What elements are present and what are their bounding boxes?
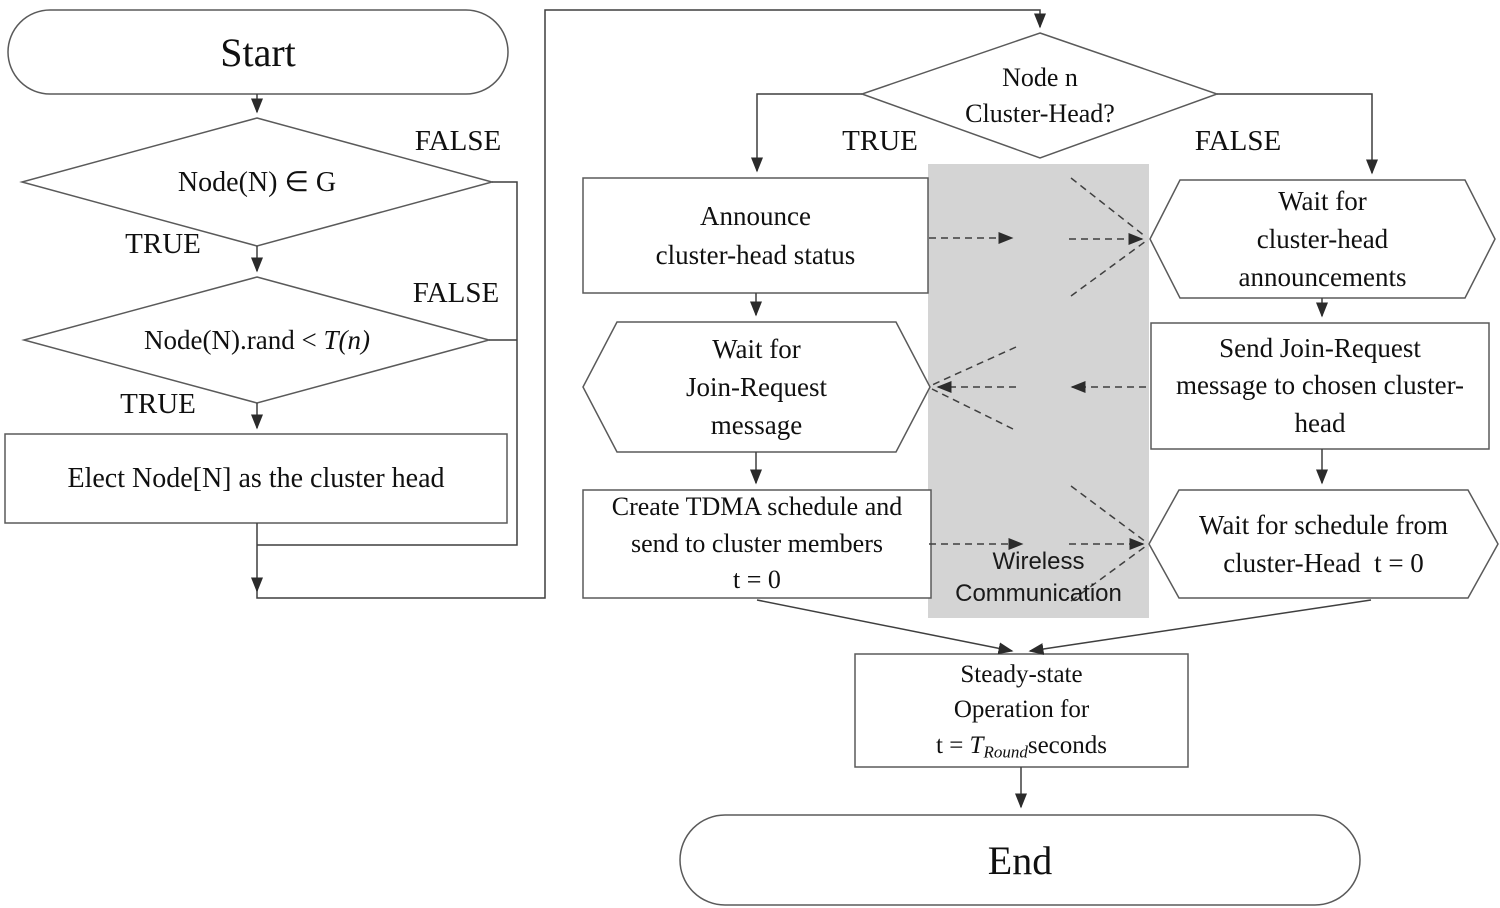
rand-prefix: Node(N).rand < [144,324,324,355]
wait-schedule-hexagon [1148,489,1499,599]
announce-status-process [582,177,929,294]
true-text: TRUE [842,124,918,157]
send-join-line3: head [1294,407,1346,438]
rand-text: Node(N).rand < T(n) [144,321,370,359]
msg-schedule-wave-upper [1070,485,1147,543]
ch-true-label: TRUE [820,122,940,160]
steady-line2: Operation for [953,696,1090,724]
send-join-line2: message to chosen cluster- [1175,370,1465,401]
end-label: End [680,815,1360,905]
wait-ann-line2: cluster-head [1256,223,1389,254]
msg-announce-wave-lower [1070,240,1147,297]
edge-create-to-steady [756,599,1014,655]
msg-announce-wave-upper [1070,177,1147,238]
wait-announcements-hexagon [1149,179,1496,299]
elect-cluster-head-process [4,433,508,524]
wireless-line1: Wireless [992,548,1085,576]
ch-line2: Cluster-Head? [965,99,1115,128]
rand-true-label: TRUE [97,385,219,423]
rand-threshold-term: T(n) [323,324,370,355]
wait-schedule-label: Wait for schedule from cluster-Head t = … [1149,490,1498,598]
wireless-communication-region [928,164,1149,618]
wait-join-line1: Wait for [712,333,801,364]
wait-join-line3: message [710,410,803,441]
msg-join-wave-lower [931,388,1014,430]
announce-line2: cluster-head status [655,239,856,270]
elect-label: Elect Node[N] as the cluster head [5,434,507,523]
edge-in-g-false [257,181,518,546]
rand-decision-label: Node(N).rand < T(n) [62,316,452,364]
start-terminator [7,9,509,95]
wireless-line2: Communication [955,579,1122,607]
msg-schedule-wave-lower [1070,545,1147,602]
announce-line1: Announce [700,201,811,232]
wait-sched-line1: Wait for schedule from [1199,509,1448,540]
elect-text: Elect Node[N] as the cluster head [67,462,445,494]
wait-ann-line3: announcements [1238,262,1407,293]
create-line3: t = 0 [733,565,781,595]
wait-announcements-label: Wait for cluster-head announcements [1150,180,1495,298]
edge-wait-schedule-to-steady [1028,599,1372,655]
wait-join-line2: Join-Request [686,371,827,402]
rand-false-label: FALSE [395,274,517,312]
start-text: Start [220,29,296,75]
end-text: End [987,837,1053,883]
false-text: FALSE [412,276,500,309]
cluster-head-decision-diamond [859,32,1220,159]
steady-line3: t = TRoundseconds [936,728,1107,764]
send-join-line1: Send Join-Request [1219,333,1421,364]
steady-state-label: Steady-state Operation for t = TRoundsec… [855,654,1188,767]
wait-sched-line2: cluster-Head t = 0 [1223,548,1424,578]
false-text: FALSE [1194,124,1282,157]
steady-state-process [854,653,1189,768]
send-join-label: Send Join-Request message to chosen clus… [1151,323,1489,449]
in-g-decision-label: Node(N) ∈ G [62,158,452,206]
edge-ch-false [1217,93,1378,175]
create-line1: Create TDMA schedule and [611,492,903,522]
create-tdma-process [582,489,932,599]
false-text: FALSE [414,124,502,157]
steady-t-suffix: seconds [1027,731,1107,759]
announce-label: Announce cluster-head status [583,178,928,293]
wait-join-label: Wait for Join-Request message [583,322,930,452]
ch-false-label: FALSE [1178,122,1298,160]
ch-decision-label: Node n Cluster-Head? [905,57,1175,135]
in-g-true-label: TRUE [102,225,224,263]
steady-t-subscript: Round [983,742,1028,762]
steady-t-prefix: t = [936,731,970,759]
steady-t-var: T [969,731,984,759]
end-terminator [679,814,1361,906]
wait-join-request-hexagon [582,321,931,453]
create-tdma-label: Create TDMA schedule and send to cluster… [583,490,931,598]
msg-join-wave-upper [931,346,1017,386]
send-join-request-process [1150,322,1490,450]
steady-line1: Steady-state [960,660,1083,688]
true-text: TRUE [125,227,201,260]
in-g-false-label: FALSE [397,122,519,160]
edge-ch-true [751,93,862,173]
ch-line1: Node n [1002,62,1078,92]
start-label: Start [8,10,508,94]
in-g-text: Node(N) ∈ G [177,167,337,198]
create-line2: send to cluster members [631,528,883,558]
true-text: TRUE [120,387,196,420]
wireless-communication-label: Wireless Communication [928,545,1149,610]
wait-ann-line1: Wait for [1278,185,1367,216]
